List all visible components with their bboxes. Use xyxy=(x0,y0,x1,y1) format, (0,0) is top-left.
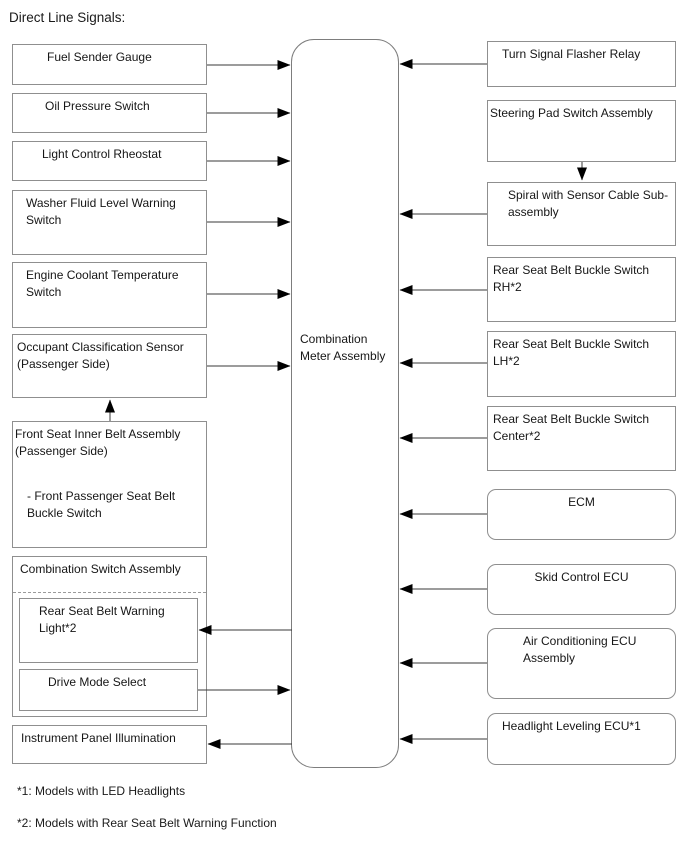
spiral-with-sensor-cable-sub-assembly-box: Spiral with Sensor Cable Sub-assembly xyxy=(487,182,676,246)
steering-pad-switch-assembly-box-label: Steering Pad Switch Assembly xyxy=(490,106,653,120)
footnote-rear-seat-belt-warning: *2: Models with Rear Seat Belt Warning F… xyxy=(17,816,277,830)
engine-coolant-temperature-switch-box-label: Engine Coolant Temperature Switch xyxy=(26,268,179,299)
fuel-sender-gauge-box: Fuel Sender Gauge xyxy=(12,44,207,85)
ecm-box: ECM xyxy=(487,489,676,540)
combination-switch-assembly-box-label: Combination Switch Assembly xyxy=(20,562,181,576)
instrument-panel-illumination-box-label: Instrument Panel Illumination xyxy=(21,731,176,745)
combination-switch-assembly-box-divider xyxy=(13,592,206,593)
headlight-leveling-ecu-box: Headlight Leveling ECU*1 xyxy=(487,713,676,765)
drive-mode-select-box: Drive Mode Select xyxy=(19,669,198,711)
headlight-leveling-ecu-box-label: Headlight Leveling ECU*1 xyxy=(502,719,641,733)
oil-pressure-switch-box: Oil Pressure Switch xyxy=(12,93,207,133)
occupant-classification-sensor-box-label: Occupant Classification Sensor (Passenge… xyxy=(17,340,184,371)
front-seat-inner-belt-assembly-box-sublabel: - Front Passenger Seat Belt Buckle Switc… xyxy=(27,489,176,520)
drive-mode-select-box-label: Drive Mode Select xyxy=(48,675,147,689)
skid-control-ecu-box: Skid Control ECU xyxy=(487,564,676,615)
combination-meter-assembly-box: Combination Meter Assembly xyxy=(291,39,399,768)
occupant-classification-sensor-box: Occupant Classification Sensor (Passenge… xyxy=(12,334,207,398)
page-title: Direct Line Signals: xyxy=(9,10,126,25)
oil-pressure-switch-box-label: Oil Pressure Switch xyxy=(45,99,150,113)
ecm-box-label: ECM xyxy=(568,495,595,509)
engine-coolant-temperature-switch-box: Engine Coolant Temperature Switch xyxy=(12,262,207,328)
front-seat-inner-belt-assembly-box: Front Seat Inner Belt Assembly (Passenge… xyxy=(12,421,207,548)
washer-fluid-level-warning-switch-box-label: Washer Fluid Level Warning Switch xyxy=(26,196,176,227)
front-seat-inner-belt-assembly-box-label: Front Seat Inner Belt Assembly (Passenge… xyxy=(15,427,181,458)
air-conditioning-ecu-assembly-box: Air Conditioning ECU Assembly xyxy=(487,628,676,699)
light-control-rheostat-box-label: Light Control Rheostat xyxy=(42,147,162,161)
rear-seat-belt-buckle-switch-center-box-label: Rear Seat Belt Buckle Switch Center*2 xyxy=(493,412,650,443)
instrument-panel-illumination-box: Instrument Panel Illumination xyxy=(12,725,207,764)
turn-signal-flasher-relay-box-label: Turn Signal Flasher Relay xyxy=(502,47,641,61)
turn-signal-flasher-relay-box: Turn Signal Flasher Relay xyxy=(487,41,676,87)
rear-seat-belt-buckle-switch-rh-box: Rear Seat Belt Buckle Switch RH*2 xyxy=(487,257,676,322)
footnote-led-headlights: *1: Models with LED Headlights xyxy=(17,784,186,798)
skid-control-ecu-box-label: Skid Control ECU xyxy=(534,570,629,584)
fuel-sender-gauge-box-label: Fuel Sender Gauge xyxy=(47,50,152,64)
light-control-rheostat-box: Light Control Rheostat xyxy=(12,141,207,181)
steering-pad-switch-assembly-box: Steering Pad Switch Assembly xyxy=(487,100,676,162)
rear-seat-belt-buckle-switch-center-box: Rear Seat Belt Buckle Switch Center*2 xyxy=(487,406,676,471)
rear-seat-belt-buckle-switch-lh-box: Rear Seat Belt Buckle Switch LH*2 xyxy=(487,331,676,397)
combination-meter-assembly-box-label: Combination Meter Assembly xyxy=(300,332,386,363)
rear-seat-belt-warning-light-box-label: Rear Seat Belt Warning Light*2 xyxy=(39,604,165,635)
air-conditioning-ecu-assembly-box-label: Air Conditioning ECU Assembly xyxy=(523,634,637,665)
rear-seat-belt-warning-light-box: Rear Seat Belt Warning Light*2 xyxy=(19,598,198,663)
spiral-with-sensor-cable-sub-assembly-box-label: Spiral with Sensor Cable Sub-assembly xyxy=(508,188,669,219)
washer-fluid-level-warning-switch-box: Washer Fluid Level Warning Switch xyxy=(12,190,207,255)
rear-seat-belt-buckle-switch-rh-box-label: Rear Seat Belt Buckle Switch RH*2 xyxy=(493,263,650,294)
rear-seat-belt-buckle-switch-lh-box-label: Rear Seat Belt Buckle Switch LH*2 xyxy=(493,337,650,368)
